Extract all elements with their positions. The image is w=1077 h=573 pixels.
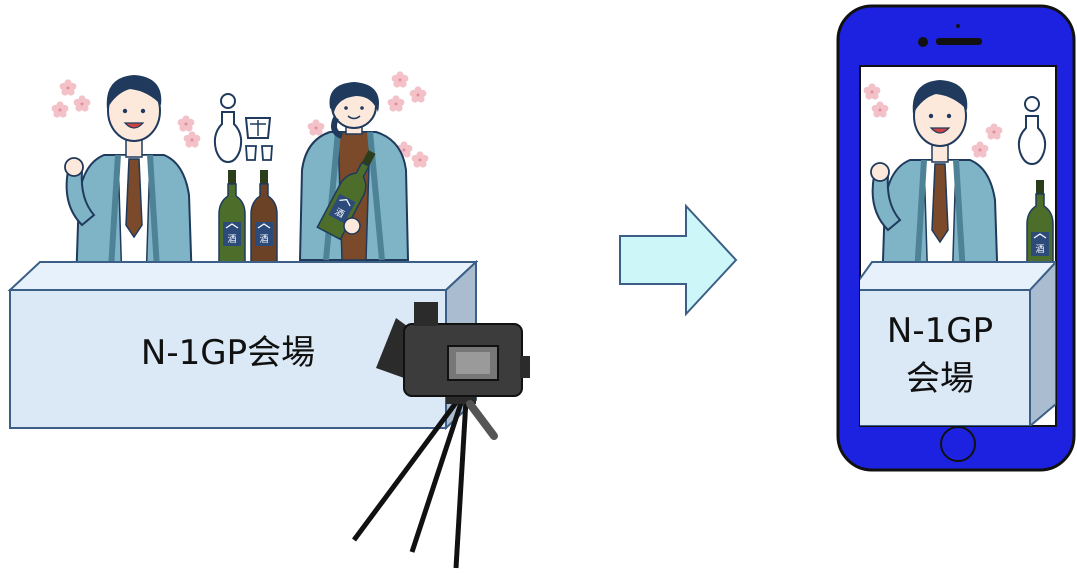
phone-screen [860,80,1056,426]
sake-cup-icon [213,93,273,164]
venue-illustration [7,71,530,569]
phone-venue-box [860,260,1056,426]
arrow-right-icon [619,203,738,317]
sake-bottle-icon [218,169,278,263]
venue-label: N-1GP会場 [140,333,316,373]
video-camera-icon [376,302,530,397]
sake-cup-icon [1017,96,1047,166]
tripod-icon [351,392,498,569]
phone-venue-label-line1: N-1GP [886,311,994,351]
phone-venue-label-line2: 会場 [906,359,974,399]
staff-woman [298,82,410,261]
